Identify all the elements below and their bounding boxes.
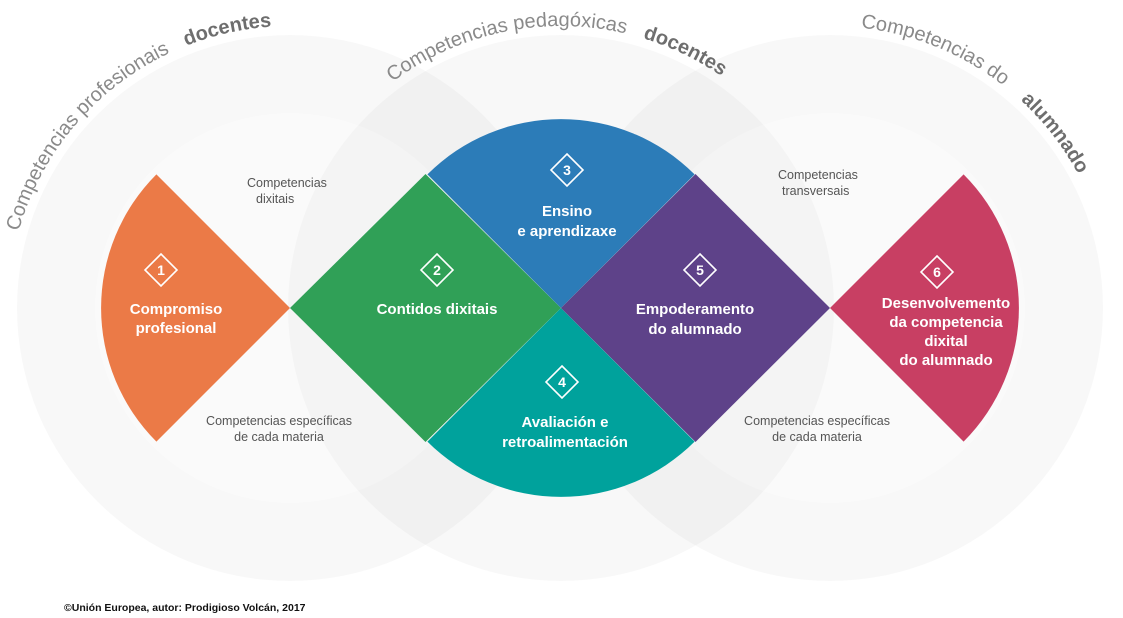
area-number: 5 bbox=[696, 262, 704, 278]
area-2-digital-resources[interactable] bbox=[290, 174, 561, 442]
area-number: 4 bbox=[558, 374, 566, 390]
area-2-label: Contidos dixitais bbox=[377, 301, 498, 318]
area-3-number-badge: 3 bbox=[549, 152, 585, 188]
diamond-icon bbox=[544, 364, 580, 400]
area-1-professional-engagement[interactable] bbox=[101, 174, 290, 442]
diamond-icon bbox=[682, 252, 718, 288]
area-number: 3 bbox=[563, 162, 571, 178]
area-number: 1 bbox=[157, 262, 165, 278]
area-number: 6 bbox=[933, 264, 941, 280]
area-4-number-badge: 4 bbox=[544, 364, 580, 400]
copyright-footer: ©Unión Europea, autor: Prodigioso Volcán… bbox=[64, 602, 306, 614]
diamond-icon bbox=[919, 254, 955, 290]
area-1-number-badge: 1 bbox=[143, 252, 179, 288]
area-4-assessment[interactable] bbox=[427, 308, 695, 497]
area-5-number-badge: 5 bbox=[682, 252, 718, 288]
area-6-learners-competence[interactable] bbox=[830, 174, 1019, 442]
diamond-icon bbox=[419, 252, 455, 288]
diamond-icon bbox=[143, 252, 179, 288]
area-number: 2 bbox=[433, 262, 441, 278]
area-3-teaching-learning[interactable] bbox=[427, 119, 695, 308]
area-5-empowering-learners[interactable] bbox=[561, 174, 830, 442]
area-2-number-badge: 2 bbox=[419, 252, 455, 288]
diamond-icon bbox=[549, 152, 585, 188]
area-6-number-badge: 6 bbox=[919, 254, 955, 290]
